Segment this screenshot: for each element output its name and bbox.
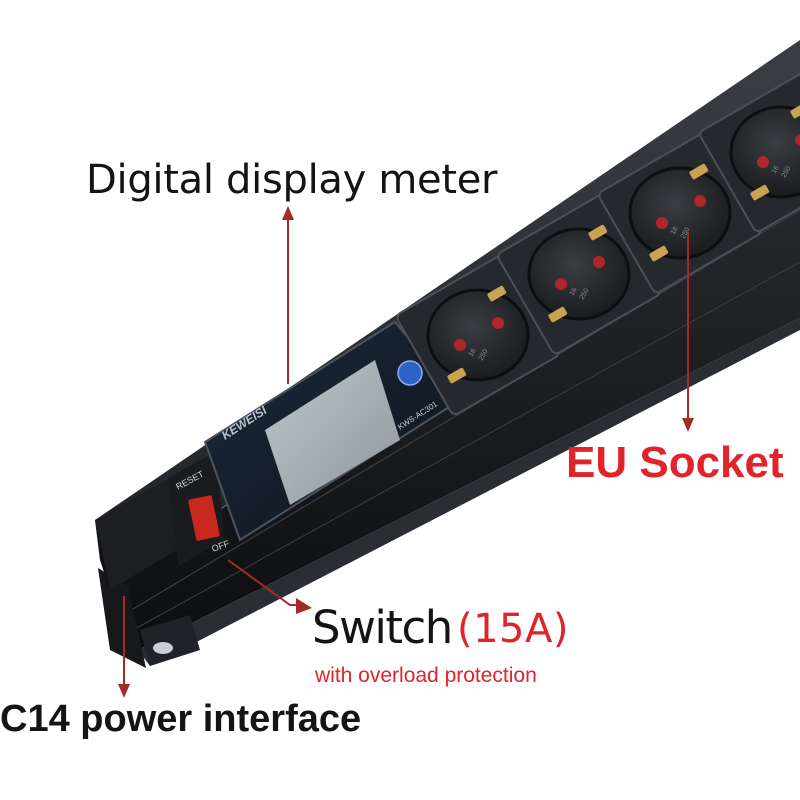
socket-rating-amps: 16	[771, 165, 781, 175]
c14-inlet-block	[95, 478, 180, 590]
arrow-down-icon	[682, 232, 694, 432]
digital-display-label: Digital display meter	[86, 157, 498, 203]
mounting-bracket	[98, 568, 200, 668]
socket-hole	[656, 217, 668, 229]
earthing-clip	[750, 184, 770, 201]
eu-socket-label: EU Socket	[566, 438, 784, 487]
socket-hole	[795, 134, 800, 146]
socket-hole	[757, 156, 769, 168]
eu-socket-row: 1625016250162501625016250	[396, 71, 800, 416]
socket-hole	[555, 278, 567, 290]
socket-rating-volts: 250	[680, 226, 692, 240]
earthing-clip	[649, 245, 669, 262]
earthing-clip	[548, 306, 568, 323]
socket-hole	[492, 317, 504, 329]
arrow-down-icon	[118, 596, 130, 698]
socket-hole	[454, 339, 466, 351]
c14-interface-label: C14 power interface	[0, 698, 362, 740]
callout-arrows	[118, 206, 694, 698]
socket-rating-volts: 250	[478, 348, 490, 362]
socket-rating-volts: 250	[781, 165, 793, 179]
rocker-switch	[188, 495, 220, 541]
meter-button-icon	[397, 360, 423, 386]
earthing-clip	[447, 367, 467, 384]
socket-rating-amps: 16	[670, 226, 680, 236]
overload-protection-label: with overload protection	[315, 664, 537, 687]
socket-rating-volts: 250	[579, 287, 591, 301]
earthing-clip	[689, 163, 709, 180]
switch-panel: RESET OFF	[168, 452, 231, 566]
switch-rating-label: (15A)	[457, 606, 569, 652]
socket-rating-amps: 16	[569, 287, 579, 297]
arrow-right-icon	[227, 559, 312, 614]
socket-rating-amps: 16	[468, 348, 478, 358]
socket-hole	[593, 256, 605, 268]
earthing-clip	[487, 285, 507, 302]
earthing-clip	[588, 224, 608, 241]
socket-hole	[694, 195, 706, 207]
arrow-up-icon	[282, 206, 294, 384]
switch-label: Switch	[312, 601, 453, 654]
lcd-screen	[265, 360, 400, 505]
